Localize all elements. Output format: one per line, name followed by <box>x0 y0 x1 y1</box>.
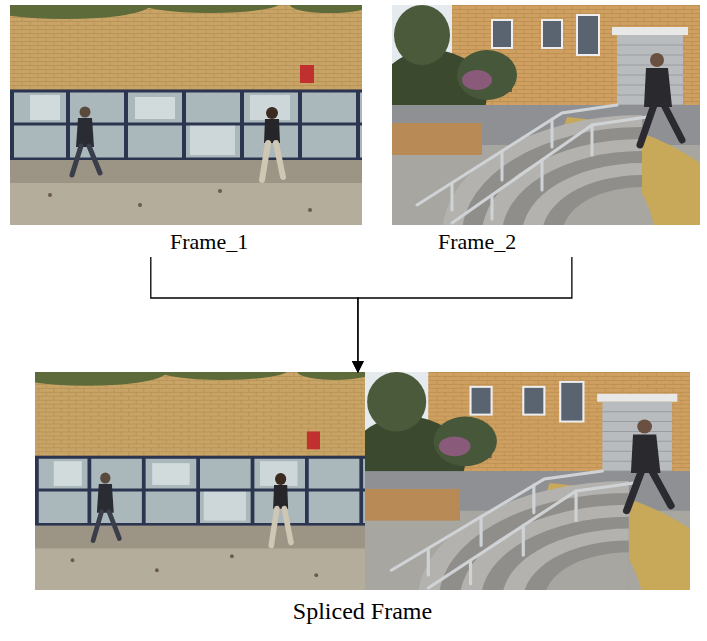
spliced-right-photo <box>349 372 690 600</box>
spliced-left-photo <box>7 358 373 590</box>
frame-caption: Frame_1 <box>170 229 248 254</box>
bracket-arrow <box>151 257 358 372</box>
bracket-arrow <box>358 257 572 372</box>
frame-2-box: Frame_2 <box>392 5 700 257</box>
frame-2-photo <box>377 5 700 235</box>
spliced-frame-box: Spliced Frame <box>35 372 690 634</box>
frame-caption: Spliced Frame <box>293 598 432 626</box>
frame-1-box: Frame_1 <box>10 5 362 257</box>
frame-1-photo <box>0 0 370 225</box>
frame-caption: Frame_2 <box>438 229 516 254</box>
